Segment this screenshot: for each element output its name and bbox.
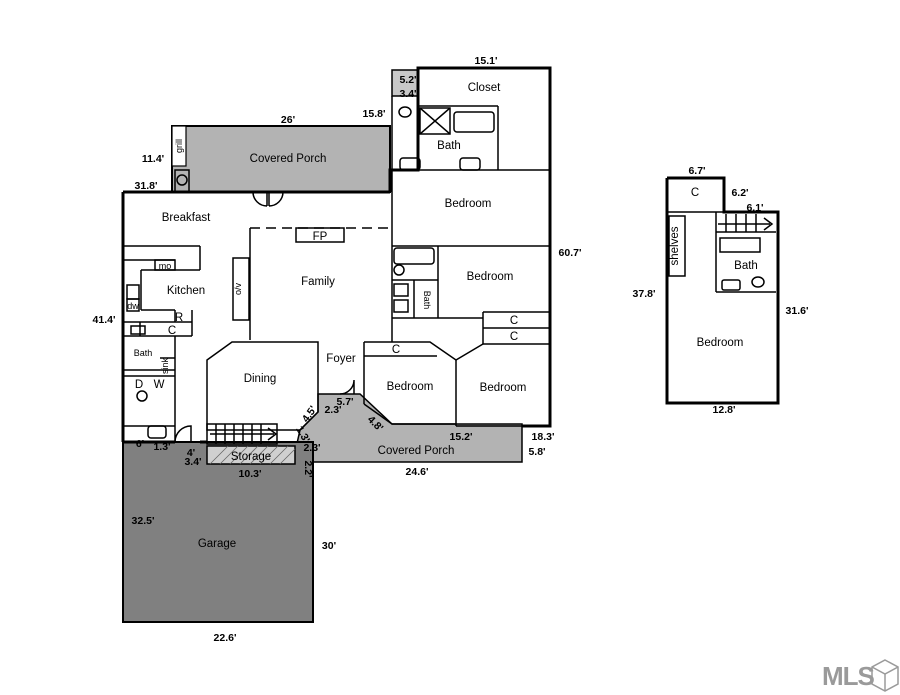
dim-22-6: 22.6' — [214, 632, 237, 644]
dw-label: dw — [127, 301, 139, 311]
dim-11-4: 11.4' — [142, 153, 164, 165]
master-bath-label: Bath — [437, 140, 461, 152]
dim-18-3: 18.3' — [532, 431, 555, 443]
dim-15-8: 15.8' — [363, 108, 386, 120]
refrigerator-label: R — [175, 312, 183, 324]
grill-label: grill — [174, 139, 184, 153]
dim-2-3a: 2.3' — [324, 404, 341, 416]
sink-label: sink — [160, 358, 170, 375]
dim-3-4a: 3.4' — [399, 88, 416, 100]
master-bedroom-label: Bedroom — [445, 198, 492, 210]
kitchen-closet-label: C — [168, 325, 176, 337]
dim-26: 26' — [281, 114, 295, 126]
bedroom-3-label: Bedroom — [387, 381, 434, 393]
upper-bath-label: Bath — [734, 260, 758, 272]
garage-area — [122, 441, 314, 623]
grill-box — [171, 125, 187, 167]
dim-6-7: 6.7' — [688, 165, 705, 177]
dim-5-2: 5.2' — [399, 74, 416, 86]
dim-60-7: 60.7' — [559, 247, 582, 259]
storage-label: Storage — [231, 451, 271, 463]
dryer-label: D — [135, 379, 143, 391]
dining-label: Dining — [244, 373, 277, 385]
dim-6-2: 6.2' — [731, 187, 748, 199]
dim-4: 4' — [187, 447, 195, 459]
mls-logo: MLS — [822, 659, 899, 692]
bedroom-3-closet-label: C — [392, 344, 400, 356]
oven-label: o/v — [233, 283, 243, 296]
dim-5-8: 5.8' — [528, 446, 545, 458]
fireplace-label: FP — [313, 231, 328, 243]
rear-porch-label: Covered Porch — [250, 153, 327, 165]
dim-2-2: 2.2' — [302, 460, 314, 477]
family-label: Family — [301, 276, 335, 288]
garage-label: Garage — [198, 538, 236, 550]
dim-6: 6' — [136, 438, 144, 450]
dim-32-5: 32.5' — [132, 515, 155, 527]
shelves-label: shelves — [669, 226, 681, 265]
upper-outer-wall — [665, 176, 780, 405]
dim-24-6: 24.6' — [406, 466, 429, 478]
dim-1-3b: 1.3' — [153, 441, 170, 453]
washer-label: W — [154, 379, 165, 391]
closet-label: Closet — [468, 82, 501, 94]
closet-c1-label: C — [510, 315, 518, 327]
hall-bath-label: Bath — [134, 348, 153, 358]
upper-bedroom-label: Bedroom — [697, 337, 744, 349]
dim-6-1: 6.1' — [746, 202, 763, 214]
dim-3-4b: 3.4' — [184, 456, 201, 468]
hall-bath-2-label: Bath — [422, 291, 432, 310]
cube-icon — [871, 659, 899, 692]
dim-30: 30' — [322, 540, 336, 552]
kitchen-label: Kitchen — [167, 285, 205, 297]
front-porch-label: Covered Porch — [378, 445, 455, 457]
dim-37-8: 37.8' — [633, 288, 656, 300]
mo-label: mo — [159, 261, 172, 271]
dim-15-1: 15.1' — [475, 55, 498, 67]
upper-closet-label: C — [691, 187, 699, 199]
breakfast-label: Breakfast — [162, 212, 211, 224]
dim-31-6: 31.6' — [786, 305, 809, 317]
dim-31-8: 31.8' — [135, 180, 158, 192]
bedroom-2-label: Bedroom — [467, 271, 514, 283]
dim-15-2: 15.2' — [450, 431, 473, 443]
foyer-label: Foyer — [326, 353, 356, 365]
dim-41-4: 41.4' — [93, 314, 116, 326]
closet-c2-label: C — [510, 331, 518, 343]
dim-10-3: 10.3' — [239, 468, 262, 480]
rear-covered-porch-area — [171, 125, 391, 193]
dim-12-8: 12.8' — [713, 404, 736, 416]
bedroom-4-label: Bedroom — [480, 382, 527, 394]
dim-5-7: 5.7' — [336, 396, 353, 408]
dim-2-3b: 2.3' — [303, 442, 320, 454]
mls-logo-text: MLS — [822, 661, 875, 691]
